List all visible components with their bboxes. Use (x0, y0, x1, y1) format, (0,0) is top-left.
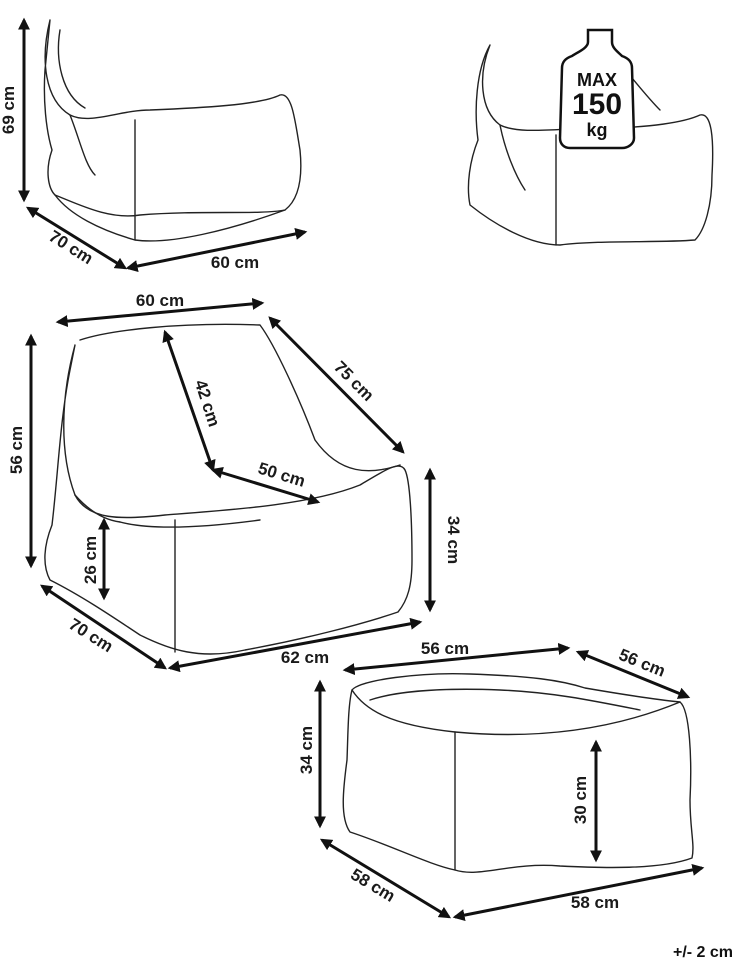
dimension-mid-depth: 70 cm (40, 584, 167, 670)
dimension-mid-back: 42 cm (162, 329, 224, 473)
dimension-ott-inner-height: 30 cm (571, 739, 602, 863)
label-mid-seat-height: 26 cm (81, 536, 100, 584)
dimension-mid-seat-height: 26 cm (81, 517, 110, 601)
label-mid-diagonal: 75 cm (330, 357, 378, 405)
ottoman-view (342, 673, 694, 873)
dimension-ott-height: 34 cm (297, 679, 326, 829)
dimension-ott-top-width: 56 cm (342, 639, 571, 676)
dimension-mid-arm-height: 34 cm (424, 467, 463, 613)
label-top-height: 69 cm (0, 86, 18, 134)
label-ott-width: 58 cm (571, 893, 619, 912)
dimension-mid-width: 60 cm (55, 291, 265, 328)
dimension-top-depth: 70 cm (25, 206, 128, 270)
dimension-ott-width: 58 cm (452, 863, 705, 922)
weight-unit-label: kg (586, 120, 607, 140)
dimension-mid-height: 56 cm (7, 333, 37, 569)
label-ott-top-depth: 56 cm (616, 645, 668, 681)
dimension-mid-seat-depth: 50 cm (210, 459, 321, 505)
dimension-mid-diagonal: 75 cm (268, 316, 405, 454)
tolerance-note: +/- 2 cm (672, 944, 733, 961)
weight-icon: MAX 150 kg (558, 28, 636, 150)
dimension-top-width: 60 cm (125, 228, 308, 272)
dimension-mid-bottom-width: 62 cm (167, 617, 423, 673)
label-mid-width: 60 cm (136, 291, 184, 310)
weight-value-label: 150 (572, 88, 622, 121)
label-mid-height: 56 cm (7, 426, 26, 474)
label-mid-depth: 70 cm (65, 615, 116, 657)
label-mid-bottom-width: 62 cm (281, 648, 329, 667)
label-mid-arm-height: 34 cm (444, 516, 463, 564)
label-ott-inner-height: 30 cm (571, 776, 590, 824)
dimension-ott-depth: 58 cm (319, 838, 452, 919)
label-top-depth: 70 cm (45, 227, 96, 269)
label-top-width: 60 cm (211, 253, 259, 272)
chair-front-view (43, 19, 302, 242)
dimension-top-height: 69 cm (0, 17, 30, 203)
label-ott-height: 34 cm (297, 726, 316, 774)
weight-max-label: MAX (577, 70, 617, 90)
label-ott-top-width: 56 cm (421, 639, 469, 658)
